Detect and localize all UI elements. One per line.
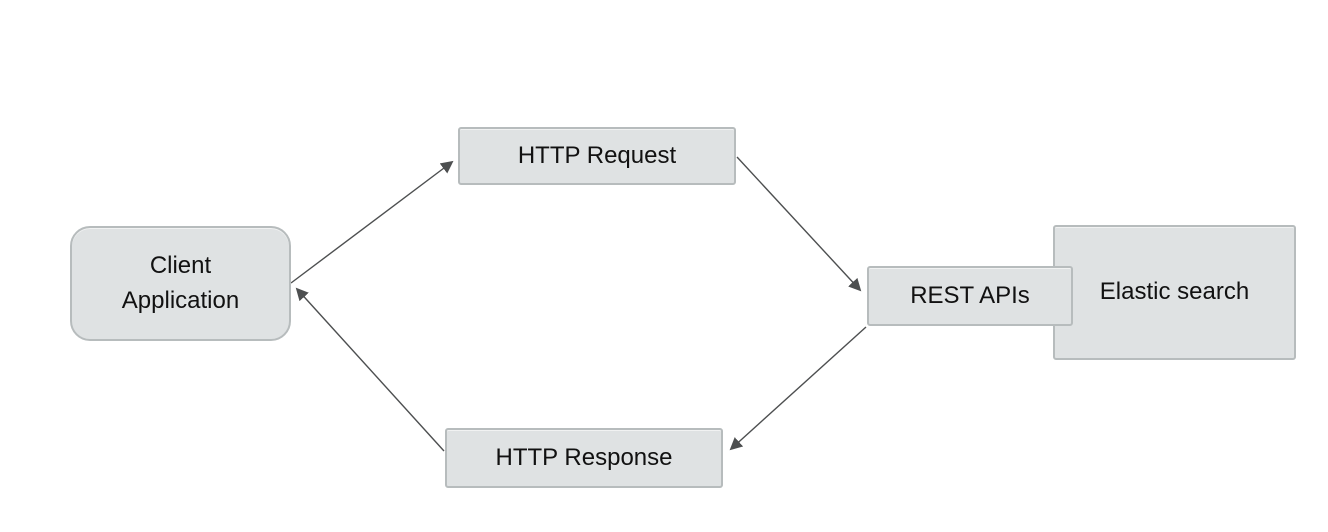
node-http-request: HTTP Request xyxy=(458,127,736,185)
edge-client-to-http-request xyxy=(290,160,454,284)
node-elastic-search-label: Elastic search xyxy=(1099,278,1250,306)
node-rest-apis-label: REST APIs xyxy=(910,281,1030,309)
node-client-application-label: Client Application xyxy=(121,251,240,314)
edge-rest-apis-to-http-response xyxy=(729,326,867,451)
node-client-application: Client Application xyxy=(70,226,291,341)
node-http-request-label: HTTP Request xyxy=(517,141,677,169)
edge-http-request-to-rest-apis xyxy=(736,156,862,292)
node-elastic-search: Elastic search xyxy=(1053,225,1296,360)
node-http-response-label: HTTP Response xyxy=(495,443,673,471)
edge-http-response-to-client xyxy=(295,287,445,452)
node-rest-apis: REST APIs xyxy=(867,266,1073,326)
node-http-response: HTTP Response xyxy=(445,428,723,488)
